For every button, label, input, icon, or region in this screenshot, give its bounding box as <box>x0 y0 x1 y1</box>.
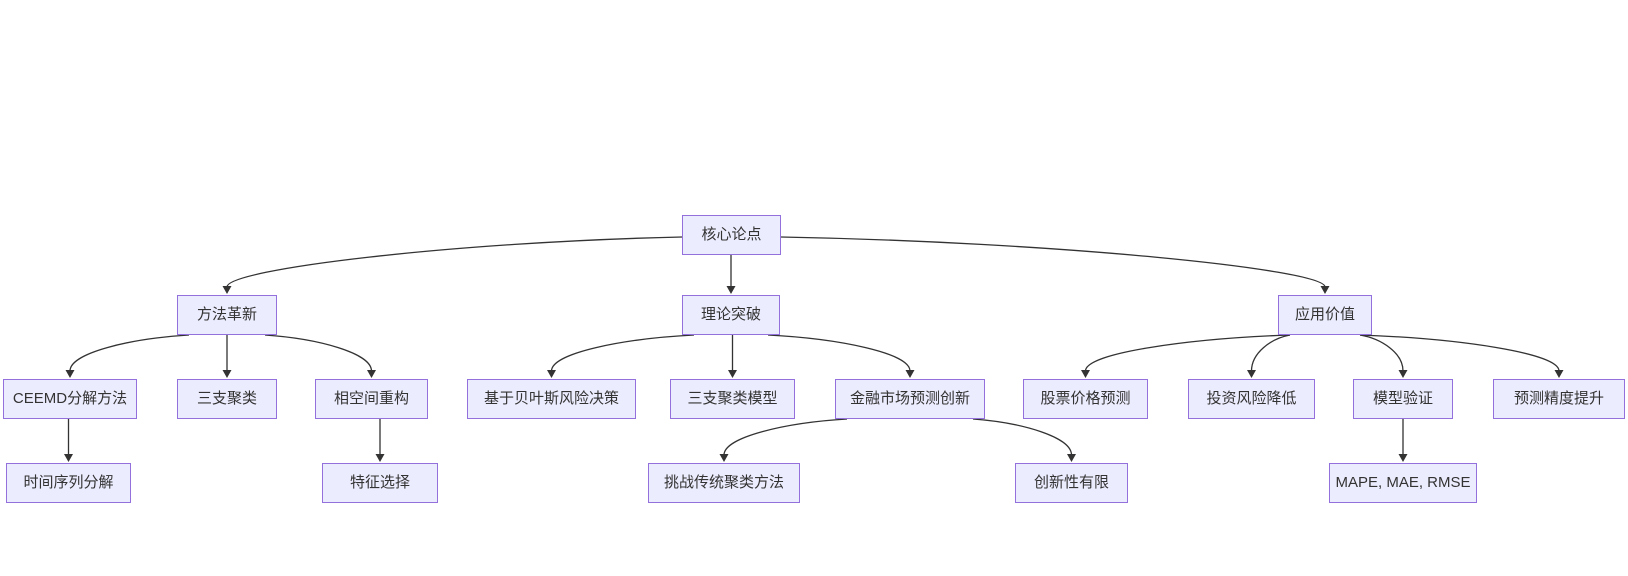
edge-financial-market-prediction--limited-innovation <box>972 418 1073 456</box>
arrowhead-method-innovation--ceemd-decomposition <box>65 370 75 378</box>
edge-application-value--investment-risk-reduction <box>1250 334 1291 372</box>
arrowhead-method-innovation--phase-space-reconstruction <box>367 370 376 378</box>
node-financial-market-prediction: 金融市场预测创新 <box>835 379 985 419</box>
arrowhead-theory-breakthrough--financial-market-prediction <box>905 370 915 378</box>
edge-application-value--stock-price-prediction <box>1084 334 1291 372</box>
node-ceemd-decomposition: CEEMD分解方法 <box>3 379 137 419</box>
arrowhead-core-thesis--application-value <box>1320 286 1330 294</box>
node-phase-space-reconstruction: 相空间重构 <box>315 379 428 419</box>
edge-core-thesis--method-innovation <box>226 236 683 288</box>
edge-core-thesis--application-value <box>780 236 1326 288</box>
edge-method-innovation--ceemd-decomposition <box>69 334 190 372</box>
node-stock-price-prediction: 股票价格预测 <box>1023 379 1148 419</box>
edge-theory-breakthrough--bayesian-risk-decision <box>550 334 695 372</box>
arrowhead-application-value--investment-risk-reduction <box>1247 370 1256 378</box>
edge-financial-market-prediction--challenge-traditional-clustering <box>723 418 848 456</box>
arrowhead-application-value--prediction-accuracy-improvement <box>1554 370 1564 378</box>
node-evaluation-metrics: MAPE, MAE, RMSE <box>1329 463 1477 503</box>
node-time-series-decomposition: 时间序列分解 <box>6 463 131 503</box>
arrowhead-core-thesis--method-innovation <box>222 286 232 294</box>
node-three-way-clustering-model: 三支聚类模型 <box>670 379 795 419</box>
node-method-innovation: 方法革新 <box>177 295 277 335</box>
node-bayesian-risk-decision: 基于贝叶斯风险决策 <box>467 379 636 419</box>
arrowhead-theory-breakthrough--bayesian-risk-decision <box>547 370 556 378</box>
node-three-way-clustering: 三支聚类 <box>177 379 277 419</box>
arrowhead-core-thesis--theory-breakthrough <box>726 286 736 294</box>
node-investment-risk-reduction: 投资风险降低 <box>1188 379 1315 419</box>
arrowhead-model-validation--evaluation-metrics <box>1398 454 1408 462</box>
arrowhead-ceemd-decomposition--time-series-decomposition <box>64 454 73 462</box>
arrowhead-financial-market-prediction--challenge-traditional-clustering <box>719 454 729 462</box>
node-core-thesis: 核心论点 <box>682 215 781 255</box>
edge-application-value--prediction-accuracy-improvement <box>1359 334 1560 372</box>
arrowhead-theory-breakthrough--three-way-clustering-model <box>728 370 737 378</box>
node-model-validation: 模型验证 <box>1353 379 1453 419</box>
arrowhead-financial-market-prediction--limited-innovation <box>1067 454 1076 462</box>
node-application-value: 应用价值 <box>1278 295 1372 335</box>
node-theory-breakthrough: 理论突破 <box>682 295 780 335</box>
arrowhead-application-value--model-validation <box>1398 370 1408 378</box>
arrowhead-method-innovation--three-way-clustering <box>222 370 232 378</box>
node-feature-selection: 特征选择 <box>322 463 438 503</box>
arrowhead-application-value--stock-price-prediction <box>1081 370 1090 378</box>
edge-method-innovation--phase-space-reconstruction <box>264 334 373 372</box>
edge-application-value--model-validation <box>1359 334 1404 372</box>
arrowhead-phase-space-reconstruction--feature-selection <box>375 454 385 462</box>
edge-theory-breakthrough--financial-market-prediction <box>767 334 911 372</box>
node-limited-innovation: 创新性有限 <box>1015 463 1128 503</box>
node-prediction-accuracy-improvement: 预测精度提升 <box>1493 379 1625 419</box>
node-challenge-traditional-clustering: 挑战传统聚类方法 <box>648 463 800 503</box>
